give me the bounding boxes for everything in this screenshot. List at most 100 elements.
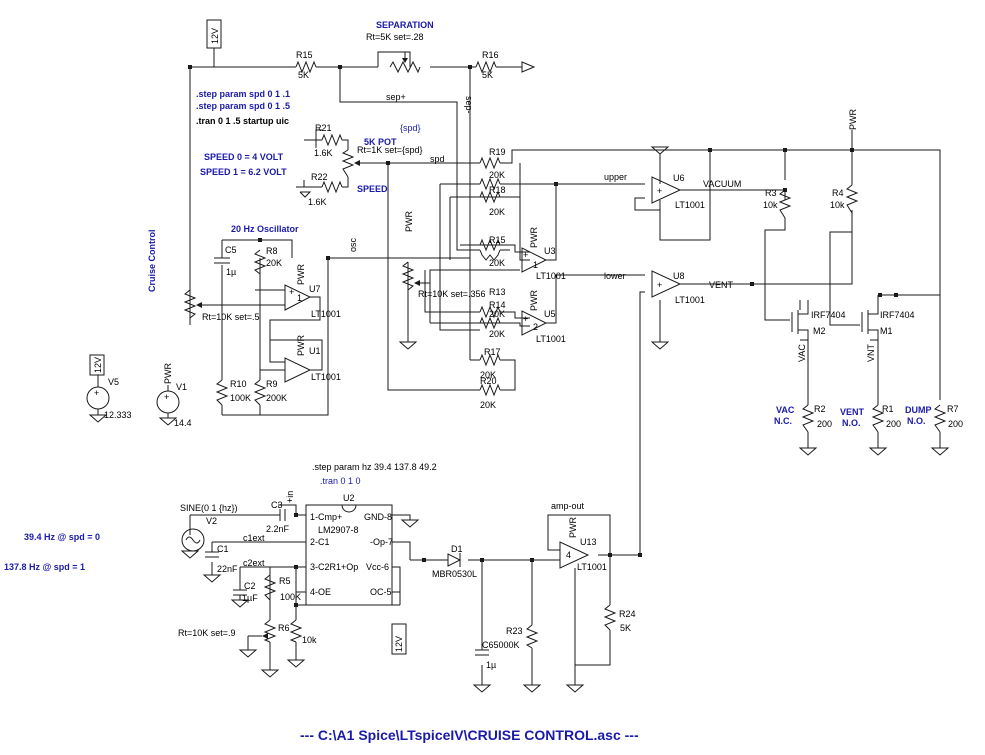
amp-out-net: amp-out [551,501,585,511]
c2-name: C2 [244,581,256,591]
vnt-net: VNT [866,343,876,362]
capacitor-symbols [205,257,489,656]
u8-name: U8 [673,271,685,281]
dump-no-label2: N.O. [907,416,926,426]
u5-value: LT1001 [536,334,566,344]
vent-no-label: VENT [840,407,865,417]
directive-step2: .step param spd 0 1 .5 [196,101,290,111]
u2-box [305,504,393,606]
u13-pin: 4 [566,550,571,560]
u8-pin: + [657,280,662,290]
u5-plus: + [523,314,528,324]
m2-name: M2 [813,326,826,336]
u2-pin2: 2-C1 [310,537,330,547]
u2-pin1: 1-Cmp+ [310,512,342,522]
r15-name: R15 [296,50,313,60]
u13-pwr: PWR [568,517,578,538]
r17-name: R17 [484,347,501,357]
d1-value: MBR0530L [432,569,477,579]
r14-value: 20K [489,309,505,319]
osc20-label: 20 Hz Oscillator [231,224,299,234]
c1ext-net: c1ext [243,533,265,543]
osc-pot-pwr: PWR [404,211,414,232]
r2-name: R2 [814,404,826,414]
u7-pwr: PWR [296,264,306,285]
net-flags [89,19,536,655]
r13-value: 20K [489,329,505,339]
v12-flag-top: 12V [210,28,220,44]
r5-name: R5 [279,576,291,586]
diode-symbol [447,553,462,567]
v2-name: V2 [206,516,217,526]
v5-value: 12.333 [104,410,132,420]
note-speed0: SPEED 0 = 4 VOLT [204,152,284,162]
vac-net: VAC [797,344,807,362]
u2-pin6: Vcc-6 [366,562,389,572]
c1-value: 22nF [217,564,238,574]
u7-value: LT1001 [311,309,341,319]
r4-pwr: PWR [848,109,858,130]
directive-step-hz: .step param hz 39.4 137.8 49.2 [312,462,437,472]
u2-value: LM2907-8 [318,525,359,535]
u2-pin4: 4-OE [310,587,331,597]
note-hz0: 39.4 Hz @ spd = 0 [24,532,100,542]
dump-no-label: DUMP [905,405,932,415]
r19-name: R19 [489,147,506,157]
u2-name: U2 [343,493,355,503]
resistor-symbols [183,52,947,649]
directive-tran2: .tran 0 1 0 [320,476,361,486]
u7-plus: + [289,287,294,297]
u1-pwr: PWR [296,335,306,356]
u2-pin5: OC-5 [370,587,392,597]
u6-value: LT1001 [675,200,705,210]
u3-value: LT1001 [536,271,566,281]
vacuum-net: VACUUM [703,179,741,189]
u2-pin3: 3-C2R1+Op [310,562,358,572]
r22-name: R22 [311,172,328,182]
c3-name: C3 [271,500,283,510]
r8-value: 20K [266,258,282,268]
lower-net: lower [604,271,626,281]
u13-name: U13 [580,537,597,547]
r21-name: R21 [315,123,332,133]
r20-name: R20 [480,376,497,386]
osc-pot-value: Rt=10K set=.356 [418,289,486,299]
r18-name: R18 [489,185,506,195]
r14-name: R14 [489,300,506,310]
c3-value: 2.2nF [266,524,290,534]
r23-value: C65000K [482,640,520,650]
footer-title: --- C:\A1 Spice\LTspiceIV\CRUISE CONTROL… [300,727,639,743]
r21-value: 1.6K [314,148,333,158]
r9-name: R9 [266,379,278,389]
r17-value: 20K [480,370,496,380]
r5-value: 100K [280,592,301,602]
v12-flag-bottom: 12V [394,636,404,652]
r-stack-value: 20K [489,258,505,268]
pot-u2-value: Rt=10K set=.9 [178,628,236,638]
r7-name: R7 [947,404,959,414]
voltage-sources: + + [86,375,205,552]
wires [189,48,941,685]
cruise-control-label: Cruise Control [147,229,157,292]
c5-name: C5 [225,245,237,255]
cc-pot-value: Rt=10K set=.5 [202,312,260,322]
r3-value: 10k [763,200,778,210]
r8-name: R8 [266,246,278,256]
u3-plus: + [523,250,528,260]
spd-pot-value: Rt=1K set={spd} [357,145,423,155]
labels: SEPARATION Rt=5K set=.28 R15 5K R16 5K s… [4,20,963,743]
u3-name: U3 [544,246,556,256]
c2-value: 1µF [242,593,258,603]
sep-minus-net: sep- [464,96,474,114]
separation-label: SEPARATION [376,20,434,30]
r13-name: R13 [489,287,506,297]
upper-net: upper [604,172,627,182]
r19-value: 20K [489,170,505,180]
r15-value: 5K [298,70,309,80]
r22-value: 1.6K [308,197,327,207]
r6-value: 10k [302,635,317,645]
c-d-value: 1µ [486,660,496,670]
r18-value: 20K [489,207,505,217]
u5-pwr: PWR [529,290,539,311]
